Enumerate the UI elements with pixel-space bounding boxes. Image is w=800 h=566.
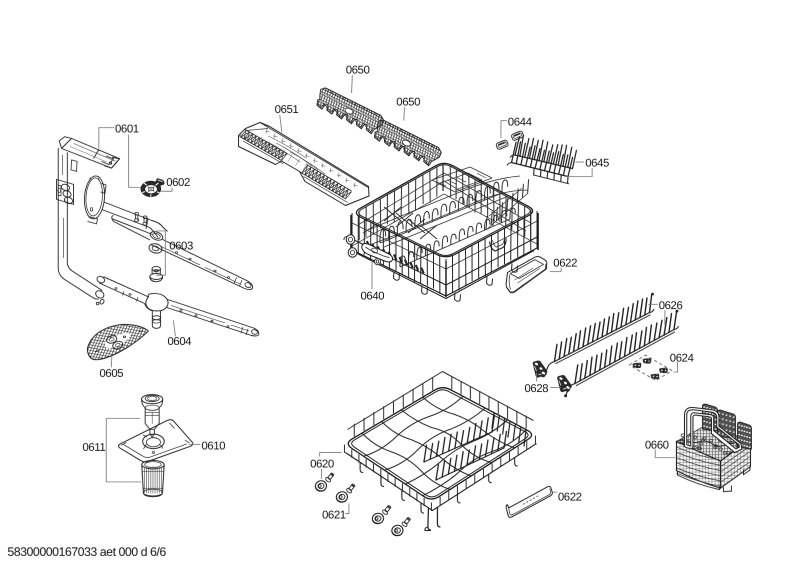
svg-text:0644: 0644 xyxy=(508,116,532,128)
svg-text:0645: 0645 xyxy=(585,157,609,169)
svg-text:0620: 0620 xyxy=(310,458,334,470)
svg-text:0601: 0601 xyxy=(115,124,139,136)
svg-text:0628: 0628 xyxy=(524,383,548,395)
svg-text:0622: 0622 xyxy=(553,258,577,270)
svg-text:0611: 0611 xyxy=(82,442,105,454)
svg-text:0622: 0622 xyxy=(558,491,582,503)
svg-text:0624: 0624 xyxy=(670,352,694,364)
svg-text:0602: 0602 xyxy=(166,177,190,189)
svg-text:0651: 0651 xyxy=(275,104,299,116)
svg-text:58300000167033 aet 000 d 6/6: 58300000167033 aet 000 d 6/6 xyxy=(7,545,166,559)
svg-text:0626: 0626 xyxy=(659,300,683,312)
svg-text:0621: 0621 xyxy=(322,510,346,522)
svg-text:0610: 0610 xyxy=(201,440,225,452)
svg-text:0660: 0660 xyxy=(645,439,669,451)
svg-text:0640: 0640 xyxy=(360,290,384,302)
svg-text:0650: 0650 xyxy=(396,97,420,109)
svg-text:0605: 0605 xyxy=(99,368,123,380)
svg-text:0604: 0604 xyxy=(167,336,191,348)
svg-text:0650: 0650 xyxy=(346,65,370,77)
svg-text:0603: 0603 xyxy=(169,241,193,253)
